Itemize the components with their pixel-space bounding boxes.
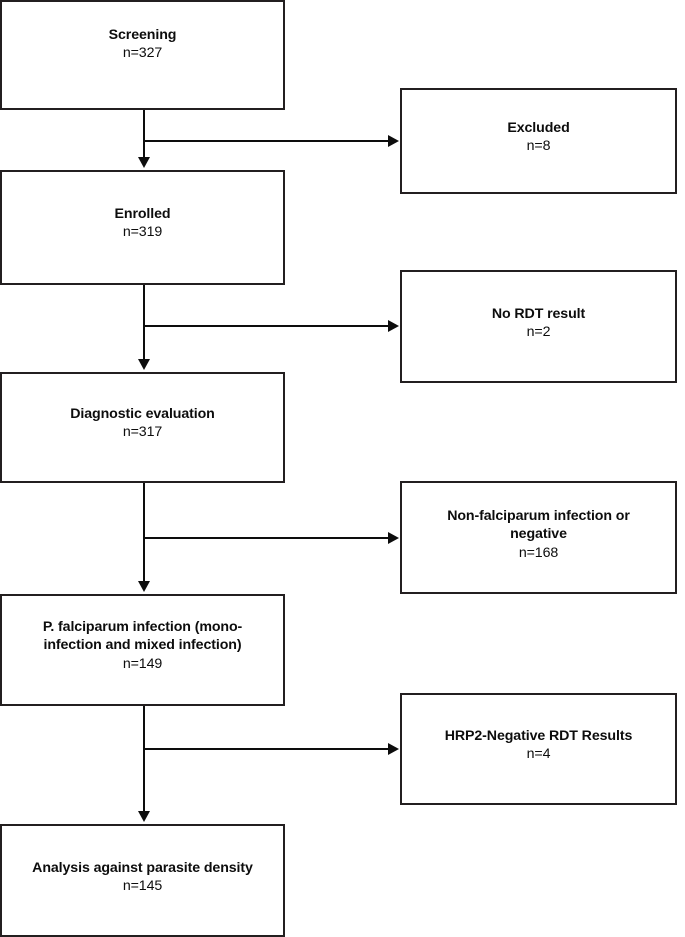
node-screening-label: Screening (108, 27, 177, 43)
node-enrolled-count: n=319 (122, 224, 163, 241)
node-diagnostic-evaluation-count: n=317 (122, 424, 163, 441)
arrow-right-enrolled-to-no-rdt (388, 320, 399, 332)
node-hrp2-negative-rdt-results-label: HRP2-Negative RDT Results (444, 728, 633, 744)
node-no-rdt-result-count: n=2 (526, 324, 551, 341)
connector-falciparum-to-hrp2-branch (143, 748, 389, 750)
node-non-falciparum-or-negative: Non-falciparum infection or negative n=1… (400, 481, 677, 594)
node-no-rdt-result-label: No RDT result (491, 306, 586, 322)
node-non-falciparum-or-negative-count: n=168 (518, 544, 559, 561)
node-enrolled: Enrolled n=319 (0, 170, 285, 285)
node-analysis-against-parasite-density-label: Analysis against parasite density (32, 860, 253, 876)
connector-screening-to-excluded-branch (143, 140, 389, 142)
node-p-falciparum-infection: P. falciparum infection (mono- infection… (0, 594, 285, 706)
arrow-right-diagnostic-to-non-falciparum (388, 532, 399, 544)
connector-falciparum-to-analysis-stem (143, 706, 145, 812)
node-non-falciparum-or-negative-label: Non-falciparum infection or negative (447, 508, 630, 543)
arrow-down-falciparum-to-analysis (138, 811, 150, 822)
node-excluded-label: Excluded (507, 120, 570, 136)
node-p-falciparum-infection-label: P. falciparum infection (mono- infection… (42, 619, 243, 654)
node-excluded-count: n=8 (526, 138, 551, 155)
arrow-down-screening-to-enrolled (138, 157, 150, 168)
node-enrolled-label: Enrolled (114, 206, 171, 222)
connector-diagnostic-to-non-falciparum-branch (143, 537, 389, 539)
arrow-down-enrolled-to-diagnostic (138, 359, 150, 370)
arrow-down-diagnostic-to-falciparum (138, 581, 150, 592)
node-analysis-against-parasite-density: Analysis against parasite density n=145 (0, 824, 285, 937)
connector-enrolled-to-diagnostic-stem (143, 285, 145, 360)
arrow-right-screening-to-excluded (388, 135, 399, 147)
node-hrp2-negative-rdt-results: HRP2-Negative RDT Results n=4 (400, 693, 677, 805)
node-no-rdt-result: No RDT result n=2 (400, 270, 677, 383)
node-diagnostic-evaluation-label: Diagnostic evaluation (70, 406, 215, 422)
node-hrp2-negative-rdt-results-count: n=4 (526, 746, 551, 763)
arrow-right-falciparum-to-hrp2 (388, 743, 399, 755)
node-excluded: Excluded n=8 (400, 88, 677, 194)
node-screening-count: n=327 (122, 45, 163, 62)
connector-enrolled-to-no-rdt-branch (143, 325, 389, 327)
node-analysis-against-parasite-density-count: n=145 (122, 878, 163, 895)
node-diagnostic-evaluation: Diagnostic evaluation n=317 (0, 372, 285, 483)
node-p-falciparum-infection-count: n=149 (122, 655, 163, 672)
connector-screening-to-enrolled-stem (143, 110, 145, 158)
node-screening: Screening n=327 (0, 0, 285, 110)
connector-diagnostic-to-falciparum-stem (143, 483, 145, 582)
